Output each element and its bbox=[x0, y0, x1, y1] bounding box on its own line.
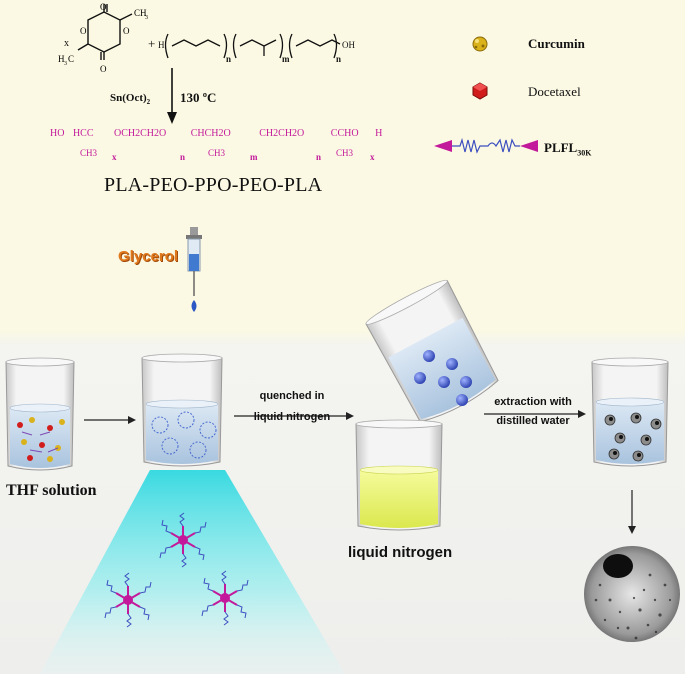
svg-text:O: O bbox=[123, 26, 130, 36]
glycerol-label: Glycerol bbox=[118, 248, 179, 265]
micelle-1 bbox=[159, 512, 207, 568]
polymer-chain-icon bbox=[434, 137, 538, 154]
arrow-extraction bbox=[484, 410, 586, 418]
arrow-quench bbox=[234, 412, 354, 420]
repeat-n2-label: n bbox=[336, 54, 342, 64]
polymer-name: PLA-PEO-PPO-PEO-PLA bbox=[104, 174, 323, 196]
beaker-liquid-nitrogen bbox=[355, 419, 443, 531]
glow-cone bbox=[40, 470, 345, 674]
legend-docetaxel-label: Docetaxel bbox=[528, 84, 581, 99]
legend-plfl-label: PLFL30K bbox=[544, 140, 592, 158]
formula-x1: x bbox=[112, 152, 117, 162]
svg-text:O: O bbox=[100, 64, 107, 74]
catalyst-label: Sn(Oct)2 bbox=[110, 92, 151, 107]
arrow-to-beaker2 bbox=[84, 416, 136, 424]
pluronic-chain bbox=[164, 33, 341, 59]
formula-n2: n bbox=[316, 152, 322, 162]
formula-seg3: CHCH2O bbox=[190, 128, 231, 139]
beaker-water bbox=[591, 357, 669, 467]
svg-text:3: 3 bbox=[145, 15, 148, 21]
repeat-n1-label: n bbox=[226, 54, 232, 64]
beaker-thf bbox=[5, 357, 75, 471]
formula-seg1: HCC bbox=[72, 128, 94, 139]
product-formula: HO HCC OCH2CH2O CHCH2O CH2CH2O CCHO H bbox=[50, 128, 382, 139]
porous-microsphere bbox=[584, 546, 680, 642]
micelle-2 bbox=[104, 572, 152, 628]
monomer-ratio-x: x bbox=[64, 38, 69, 49]
drug-particles bbox=[17, 417, 65, 462]
thf-solution-label: THF solution bbox=[6, 482, 97, 499]
syringe-icon bbox=[186, 227, 202, 312]
oh-end-label: OH bbox=[342, 40, 355, 50]
svg-text:C: C bbox=[68, 54, 74, 64]
formula-m: m bbox=[250, 152, 258, 162]
quench-arrow-label: quenched in liquid nitrogen bbox=[253, 390, 331, 423]
beaker-glycerol bbox=[141, 353, 223, 467]
liquid-nitrogen-label: liquid nitrogen bbox=[348, 544, 453, 561]
formula-seg2: OCH2CH2O bbox=[114, 128, 167, 139]
svg-text:O: O bbox=[80, 26, 87, 36]
formula-seg5: CCHO bbox=[330, 128, 359, 139]
micelle-3 bbox=[201, 570, 249, 626]
curcumin-icon bbox=[472, 36, 488, 52]
svg-text:CH: CH bbox=[134, 8, 147, 18]
lactide-structure bbox=[77, 4, 133, 60]
formula-me2: CH3 bbox=[208, 148, 226, 158]
reaction-arrow bbox=[167, 68, 177, 124]
arrow-to-sem bbox=[628, 490, 636, 534]
legend-curcumin-label: Curcumin bbox=[528, 36, 585, 51]
formula-seg4: CH2CH2O bbox=[259, 128, 305, 139]
formula-x2: x bbox=[370, 152, 375, 162]
svg-text:O: O bbox=[100, 2, 107, 12]
blue-spheres bbox=[414, 350, 472, 406]
h-end-label: H bbox=[158, 40, 165, 50]
svg-text:3: 3 bbox=[64, 61, 67, 67]
formula-me1: CH3 bbox=[80, 148, 98, 158]
repeat-m-label: m bbox=[282, 54, 290, 64]
svg-text:H: H bbox=[58, 54, 65, 64]
formula-me3: CH3 bbox=[336, 148, 354, 158]
extraction-arrow-label: extraction with distilled water bbox=[494, 396, 572, 427]
formula-h-end: H bbox=[375, 128, 383, 139]
temperature-label: 130 ºC bbox=[180, 90, 217, 105]
plus-sign: + bbox=[148, 36, 156, 51]
formula-n1: n bbox=[180, 152, 186, 162]
docetaxel-icon bbox=[472, 82, 488, 100]
formula-ho: HO bbox=[50, 128, 65, 139]
